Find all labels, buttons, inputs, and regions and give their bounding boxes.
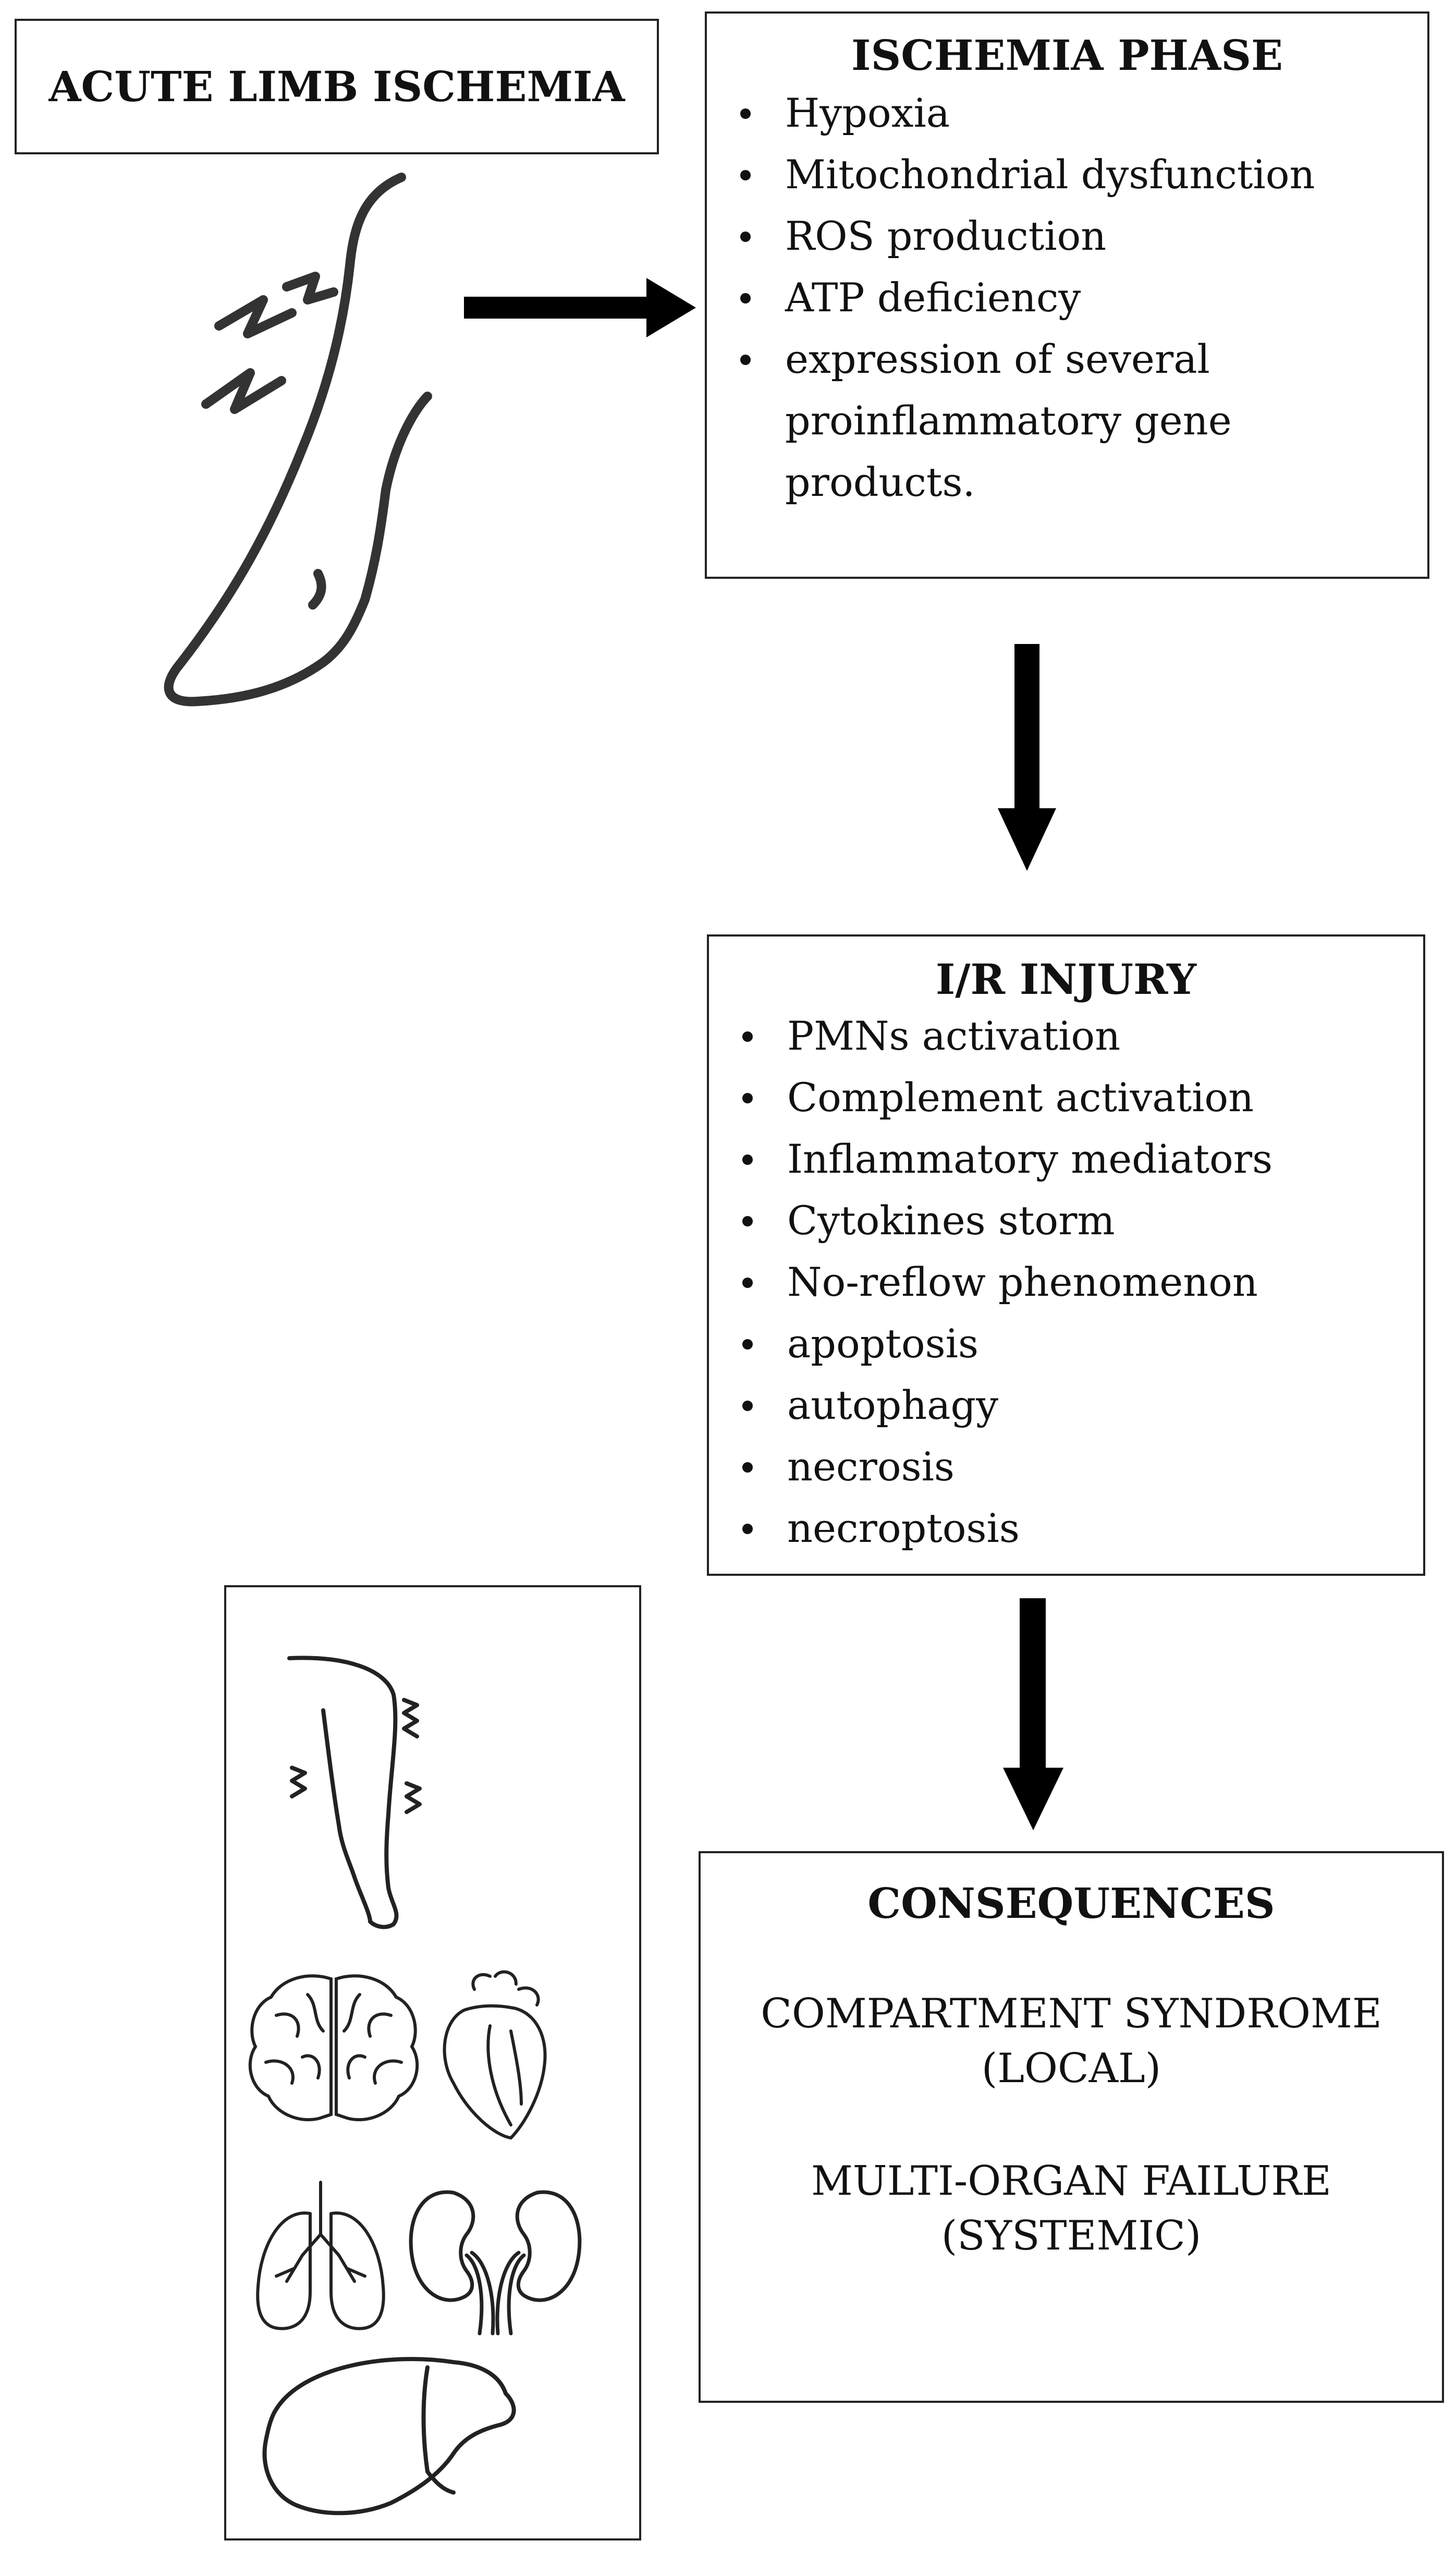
consequences-title: CONSEQUENCES <box>867 1879 1275 1928</box>
pain-bolt-1 <box>214 295 297 338</box>
organs-panel <box>224 1585 641 2540</box>
lungs-icon <box>256 2181 385 2330</box>
arrow-to-ir-injury <box>998 644 1056 871</box>
ir-injury-item: PMNs activation <box>709 1005 1423 1067</box>
leg-front-contour <box>164 173 432 707</box>
compartment-syndrome-label: COMPARTMENT SYNDROME <box>761 1990 1382 2037</box>
ischemia-phase-box: ISCHEMIA PHASE Hypoxia Mitochondrial dys… <box>705 11 1429 579</box>
ischemia-phase-title: ISCHEMIA PHASE <box>851 31 1283 80</box>
ir-injury-item: Inflammatory mediators <box>709 1128 1423 1190</box>
ir-injury-item: autophagy <box>709 1375 1423 1436</box>
ir-injury-item: apoptosis <box>709 1313 1423 1375</box>
heart-icon <box>443 1970 547 2139</box>
liver-icon <box>262 2357 516 2515</box>
ir-injury-item: necrosis <box>709 1436 1423 1498</box>
arrow-to-ischemia-phase <box>464 278 696 337</box>
pain-bolt-2 <box>201 368 286 414</box>
painful-leg-icon <box>164 173 432 707</box>
ir-injury-box: I/R INJURY PMNs activation Complement ac… <box>707 934 1425 1576</box>
ir-injury-item: necroptosis <box>709 1498 1423 1559</box>
ischemia-item: ATP deficiency <box>707 267 1406 329</box>
ir-injury-item: Complement activation <box>709 1067 1423 1128</box>
acute-limb-ischemia-title: ACUTE LIMB ISCHEMIA <box>48 62 625 111</box>
multi-organ-failure-label: MULTI-ORGAN FAILURE <box>811 2157 1331 2205</box>
leg-swelling-icon <box>287 1656 422 1929</box>
arrow-to-consequences <box>1003 1598 1063 1830</box>
acute-limb-ischemia-box: ACUTE LIMB ISCHEMIA <box>15 19 659 154</box>
ischemia-item: Hypoxia <box>707 82 1406 144</box>
ankle-bone-mark <box>308 569 326 610</box>
ischemia-item: Mitochondrial dysfunction <box>707 144 1406 205</box>
systemic-label: (SYSTEMIC) <box>941 2212 1202 2259</box>
ir-injury-item: Cytokines storm <box>709 1190 1423 1251</box>
ischemia-item: ROS production <box>707 205 1406 267</box>
ir-injury-title: I/R INJURY <box>935 955 1197 1004</box>
ischemia-item: expression of several proinflammatory ge… <box>707 329 1406 513</box>
brain-icon <box>248 1974 419 2121</box>
local-label: (LOCAL) <box>981 2045 1161 2093</box>
consequences-box: CONSEQUENCES COMPARTMENT SYNDROME (LOCAL… <box>699 1851 1444 2403</box>
kidneys-icon <box>409 2190 582 2336</box>
ir-injury-item: No-reflow phenomenon <box>709 1251 1423 1313</box>
pain-bolt-3 <box>282 272 338 305</box>
